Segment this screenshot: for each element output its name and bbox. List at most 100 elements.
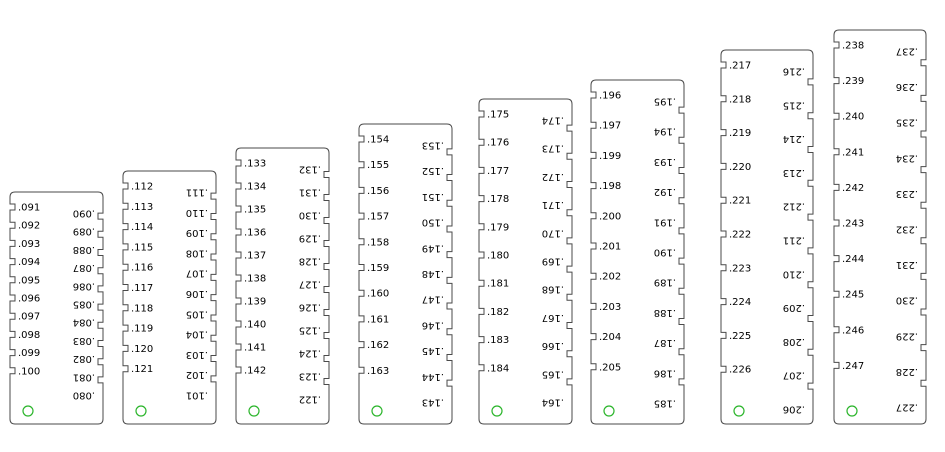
slot-label-right: .122 — [299, 394, 321, 405]
gauge-outline — [122, 170, 217, 425]
slot-label-right: .213 — [783, 167, 805, 178]
slot-label-right: .126 — [299, 302, 321, 313]
slot-label-left: .182 — [487, 307, 509, 318]
slot-label-right: .131 — [299, 187, 321, 198]
slot-label-left: .245 — [842, 290, 864, 301]
slot-label-left: .178 — [487, 194, 509, 205]
mounting-hole-icon — [733, 405, 745, 417]
gauge-template: .154.155.156.157.158.159.160.161.162.163… — [358, 123, 453, 425]
slot-label-left: .160 — [367, 289, 389, 300]
slot-label-right: .084 — [73, 317, 95, 328]
slot-label-right: .169 — [542, 256, 564, 267]
slot-label-left: .222 — [729, 230, 751, 241]
slot-label-left: .115 — [131, 242, 153, 253]
slot-label-left: .133 — [244, 159, 266, 170]
gauge-template: .196.197.199.198.200.201.202.203.204.205… — [590, 79, 685, 425]
slot-label-left: .221 — [729, 196, 751, 207]
slot-label-left: .184 — [487, 363, 509, 374]
slot-label-right: .080 — [73, 390, 95, 401]
slot-label-right: .166 — [542, 340, 564, 351]
slot-label-right: .195 — [654, 96, 676, 107]
slot-label-right: .216 — [783, 66, 805, 77]
slot-label-left: .118 — [131, 303, 153, 314]
slot-label-left: .204 — [599, 332, 621, 343]
slot-label-left: .138 — [244, 274, 266, 285]
slot-label-right: .206 — [783, 404, 805, 415]
slot-label-right: .228 — [896, 366, 918, 377]
slot-label-left: .200 — [599, 211, 621, 222]
slot-label-left: .197 — [599, 121, 621, 132]
slot-label-left: .113 — [131, 202, 153, 213]
slot-label-right: .124 — [299, 348, 321, 359]
slot-label-right: .104 — [186, 329, 208, 340]
slot-label-right: .194 — [654, 126, 676, 137]
slot-label-right: .186 — [654, 367, 676, 378]
slot-label-right: .110 — [186, 207, 208, 218]
slot-label-right: .147 — [422, 294, 444, 305]
slot-label-left: .097 — [18, 312, 40, 323]
slot-label-right: .229 — [896, 330, 918, 341]
slot-label-right: .215 — [783, 99, 805, 110]
slot-label-right: .144 — [422, 371, 444, 382]
mounting-hole-icon — [846, 405, 858, 417]
slot-label-left: .218 — [729, 94, 751, 105]
slot-label-right: .230 — [896, 295, 918, 306]
slot-label-right: .231 — [896, 259, 918, 270]
gauge-template: .091.092.093.094.095.096.097.098.099.100… — [9, 191, 104, 425]
slot-label-left: .183 — [487, 335, 509, 346]
slot-label-right: .146 — [422, 319, 444, 330]
gauge-outline — [478, 98, 573, 425]
slot-label-right: .187 — [654, 337, 676, 348]
slot-label-right: .188 — [654, 307, 676, 318]
gauge-outline — [235, 147, 330, 425]
slot-label-right: .167 — [542, 312, 564, 323]
slot-label-right: .212 — [783, 201, 805, 212]
slot-label-right: .211 — [783, 235, 805, 246]
slot-label-left: .098 — [18, 330, 40, 341]
slot-label-left: .163 — [367, 366, 389, 377]
slot-label-right: .174 — [542, 115, 564, 126]
gauge-template: .133.134.135.136.137.138.139.140.141.142… — [235, 147, 330, 425]
slot-label-right: .108 — [186, 247, 208, 258]
slot-label-left: .179 — [487, 222, 509, 233]
slot-label-right: .168 — [542, 284, 564, 295]
slot-label-right: .191 — [654, 216, 676, 227]
mounting-hole-icon — [603, 405, 615, 417]
slot-label-right: .172 — [542, 171, 564, 182]
slot-label-left: .094 — [18, 257, 40, 268]
slot-label-left: .141 — [244, 343, 266, 354]
slot-label-left: .238 — [842, 41, 864, 52]
slot-label-left: .092 — [18, 221, 40, 232]
slot-label-left: .117 — [131, 283, 153, 294]
slot-label-right: .165 — [542, 368, 564, 379]
slot-label-right: .105 — [186, 308, 208, 319]
slot-label-right: .164 — [542, 397, 564, 408]
slot-label-right: .189 — [654, 277, 676, 288]
slot-label-left: .140 — [244, 320, 266, 331]
slot-label-left: .220 — [729, 162, 751, 173]
slot-label-right: .227 — [896, 402, 918, 413]
slot-label-left: .242 — [842, 183, 864, 194]
slot-label-right: .237 — [896, 46, 918, 57]
gauge-outline — [590, 79, 685, 425]
slot-label-left: .135 — [244, 205, 266, 216]
slot-label-left: .224 — [729, 297, 751, 308]
slot-label-left: .240 — [842, 112, 864, 123]
slot-label-right: .086 — [73, 280, 95, 291]
slot-label-right: .190 — [654, 247, 676, 258]
slot-label-right: .233 — [896, 188, 918, 199]
slot-label-left: .180 — [487, 251, 509, 262]
mounting-hole-icon — [22, 405, 34, 417]
gauge-template: .217.218.219.220.221.222.223.224.225.226… — [720, 49, 814, 425]
slot-label-left: .243 — [842, 219, 864, 230]
slot-label-right: .192 — [654, 186, 676, 197]
slot-label-right: .130 — [299, 210, 321, 221]
slot-label-left: .099 — [18, 348, 40, 359]
slot-label-right: .232 — [896, 224, 918, 235]
slot-label-right: .106 — [186, 288, 208, 299]
slot-label-left: .139 — [244, 297, 266, 308]
slot-label-left: .217 — [729, 61, 751, 72]
slot-label-left: .247 — [842, 361, 864, 372]
slot-label-left: .158 — [367, 237, 389, 248]
